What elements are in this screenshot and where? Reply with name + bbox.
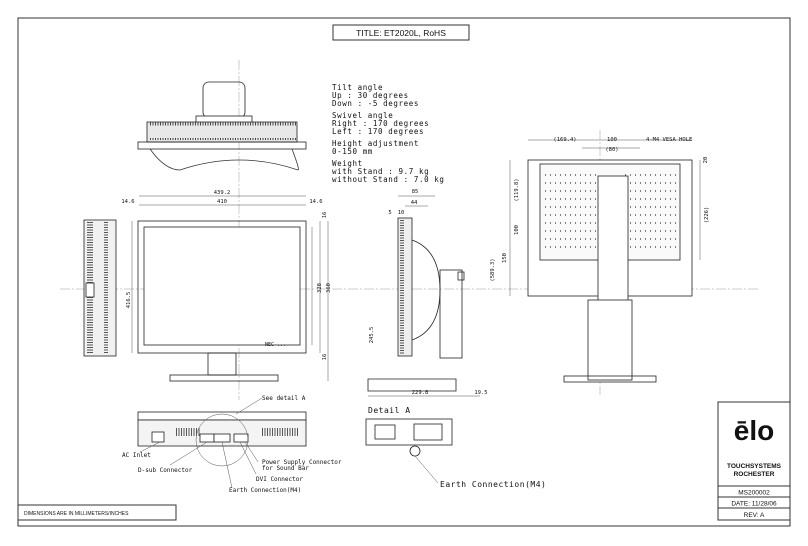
dvi-label: DVI Connector [256,476,303,483]
title-block: ēlo TOUCHSYSTEMS ROCHESTER MS200002 DATE… [717,401,791,521]
dim-150: 150 [502,253,508,263]
spec-weight-without: without Stand : 7.0 kg [332,175,445,184]
spec-tilt-down: Down : -5 degrees [332,99,419,108]
dim-left-height: 416.5 [126,292,132,309]
top-view [137,81,307,171]
front-model-label: NEC ... [265,342,286,348]
dim-left-margin: 14.6 [121,199,134,205]
dsub-label: D-sub Connector [138,467,193,474]
vesa-hole-label: 4-M4 VESA HOLE [646,137,692,143]
ac-inlet-label: AC Inlet [122,452,151,459]
dim-169: (169.4) [553,137,576,143]
spec-swivel-heading: Swivel angle [332,111,393,120]
spec-block: Tilt angle Up : 30 degrees Down : -5 deg… [332,83,445,184]
dim-226: (226) [704,207,710,224]
power-supply-label: Power Supply Connector [262,459,342,466]
dim-100-vertical: 100 [514,225,520,235]
dim-245: 245.5 [369,327,375,344]
dim-44: 44 [411,200,418,206]
dim-overall-width: 439.2 [214,190,231,196]
front-dimensions: 439.2 410 14.6 14.6 16 328 360 16 416.5 … [121,190,332,360]
dim-19: 19.5 [474,390,487,396]
see-detail-label: See detail A [262,395,306,402]
bottom-view [137,397,307,489]
title-box: TITLE: ET2020L, RoHS [332,24,470,41]
footnote-box: DIMENSIONS ARE IN MILLIMETERS/INCHES [17,504,177,521]
dim-screen-width: 410 [217,199,227,205]
spec-tilt-heading: Tilt angle [332,83,383,92]
dim-10: 10 [398,210,405,216]
title-text: TITLE: ET2020L, RoHS [356,28,446,38]
drawing-number: MS200002 [738,490,770,497]
spec-height-heading: Height adjustment [332,139,419,148]
drawing-date: DATE: 11/28/06 [731,501,777,508]
detail-heading: Detail A [368,406,411,415]
spec-swivel-right: Right : 170 degrees [332,119,429,128]
power-supply-label-2: for Sound Bar [262,465,309,472]
dim-589: (589.3) [490,258,496,281]
dim-height-outer: 360 [326,283,332,293]
spec-height-value: 0-150 mm [332,147,373,156]
front-view [131,195,329,382]
rear-dimensions: (169.4) 100 4-M4 VESA HOLE (80) 20 (119.… [490,137,710,282]
dim-5: 5 [388,210,391,216]
spec-tilt-up: Up : 30 degrees [332,91,409,100]
drawing-revision: REV: A [744,512,765,519]
drawing-border [17,17,791,527]
left-side-view [83,219,117,357]
detail-earth-label: Earth Connection(M4) [440,480,546,489]
dim-bottom: 16 [322,354,328,361]
footnote-text: DIMENSIONS ARE IN MILLIMETERS/INCHES [24,511,129,517]
rear-view [509,139,701,383]
dim-119: (119.8) [514,178,520,201]
dim-20: 20 [703,157,709,164]
dim-depth: 229.8 [412,390,429,396]
detail-a [365,418,453,484]
side-dimensions: 85 44 5 10 245.5 229.8 19.5 [369,189,488,396]
dim-100: 100 [607,137,617,143]
side-view [367,195,480,397]
dim-height-inner: 328 [317,283,323,293]
company-name-2: ROCHESTER [734,471,775,478]
elo-logo: ēlo [734,415,774,446]
company-name-1: TOUCHSYSTEMS [727,463,782,470]
earth-connection-label: Earth Connection(M4) [229,487,301,494]
dim-80: (80) [605,147,618,153]
detail-labels: Detail A Earth Connection(M4) [368,406,546,489]
dim-85: 85 [412,189,419,195]
dim-top: 16 [322,212,328,219]
connector-labels: See detail A AC Inlet D-sub Connector Po… [122,395,342,494]
spec-weight-heading: Weight [332,159,363,168]
spec-weight-with: with Stand : 9.7 kg [332,167,429,176]
spec-swivel-left: Left : 170 degrees [332,127,424,136]
dim-right-margin: 14.6 [309,199,322,205]
